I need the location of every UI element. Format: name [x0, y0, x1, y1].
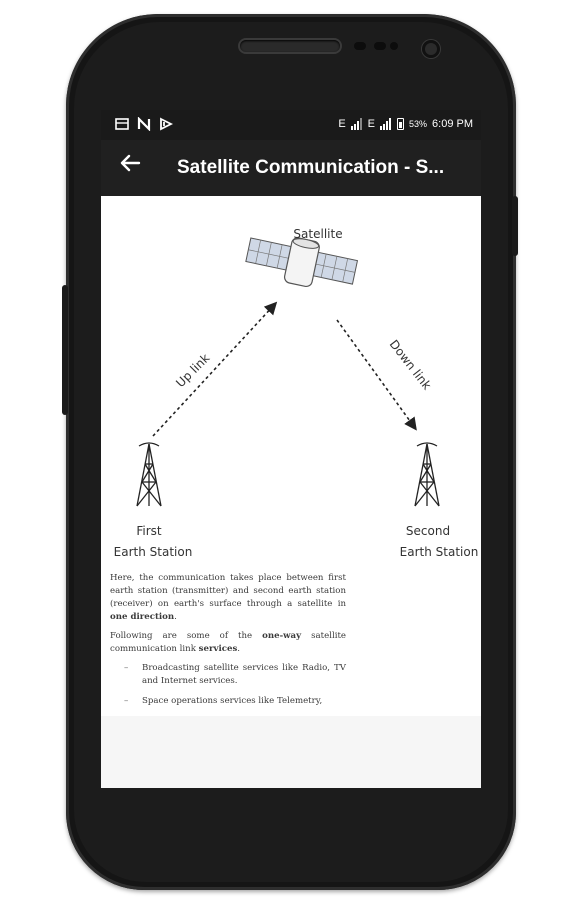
- list-item: Space operations services like Telemetry…: [110, 695, 346, 708]
- p1-text: Here, the communication takes place betw…: [110, 573, 346, 609]
- tower-icon-second: [414, 442, 440, 507]
- p2-bold-1: one-way: [262, 631, 302, 641]
- content-area[interactable]: Satellite Up link Down link: [101, 196, 481, 788]
- article-paragraph-1: Here, the communication takes place betw…: [110, 572, 346, 624]
- phone-screen: E E 53% 6:09 PM Satellite Communication …: [101, 110, 481, 788]
- list-item: Broadcasting satellite services like Rad…: [110, 662, 346, 688]
- signal-icon-2: [380, 118, 392, 130]
- side-button-left: [62, 285, 68, 415]
- uplink-arrow: [152, 301, 278, 437]
- notification-icon-3: [159, 117, 174, 131]
- p2-text: Following are some of the: [110, 631, 263, 641]
- battery-percent: 53%: [409, 119, 428, 129]
- downlink-arrow: [336, 319, 417, 431]
- p1-end: .: [174, 612, 177, 622]
- network-type-2: E: [367, 118, 376, 130]
- station1-label-line1: First: [136, 524, 162, 538]
- article-body: Here, the communication takes place betw…: [110, 572, 346, 715]
- clock: 6:09 PM: [432, 118, 473, 130]
- content-blank-area: [101, 716, 481, 788]
- status-notifications: [115, 116, 174, 132]
- front-camera: [422, 40, 440, 58]
- arrow-left-icon[interactable]: [119, 152, 141, 182]
- battery-icon: [397, 118, 405, 130]
- article-paragraph-2: Following are some of the one-way satell…: [110, 630, 346, 656]
- p2-end: .: [237, 644, 241, 654]
- satellite-label: Satellite: [293, 227, 342, 241]
- station1-label-line2: Earth Station: [114, 545, 193, 559]
- page-title: Satellite Communication - S...: [177, 157, 445, 178]
- downlink-label: Down link: [387, 337, 434, 392]
- notification-icon-2: [137, 116, 151, 132]
- light-sensor: [374, 42, 386, 50]
- satellite-diagram: Satellite Up link Down link: [114, 227, 479, 559]
- p1-bold: one direction: [110, 612, 175, 622]
- sensor-3: [390, 42, 398, 50]
- station2-label-line2: Earth Station: [400, 545, 479, 559]
- earpiece-speaker: [240, 40, 340, 52]
- satellite-icon: [245, 237, 359, 288]
- side-button-right: [512, 196, 518, 256]
- proximity-sensor: [354, 42, 366, 50]
- app-bar: Satellite Communication - S...: [101, 140, 481, 196]
- p2-bold-2: services: [198, 644, 238, 654]
- status-bar: E E 53% 6:09 PM: [101, 110, 481, 140]
- network-type-1: E: [338, 118, 346, 130]
- uplink-label: Up link: [173, 351, 212, 390]
- status-system: E E 53% 6:09 PM: [338, 118, 473, 130]
- notification-icon-1: [115, 117, 129, 131]
- signal-icon-1: [350, 118, 362, 130]
- p2-text-2: satellite communication link: [110, 631, 347, 654]
- station2-label-line1: Second: [406, 524, 450, 538]
- tower-icon-first: [136, 442, 162, 507]
- services-list: Broadcasting satellite services like Rad…: [110, 662, 346, 708]
